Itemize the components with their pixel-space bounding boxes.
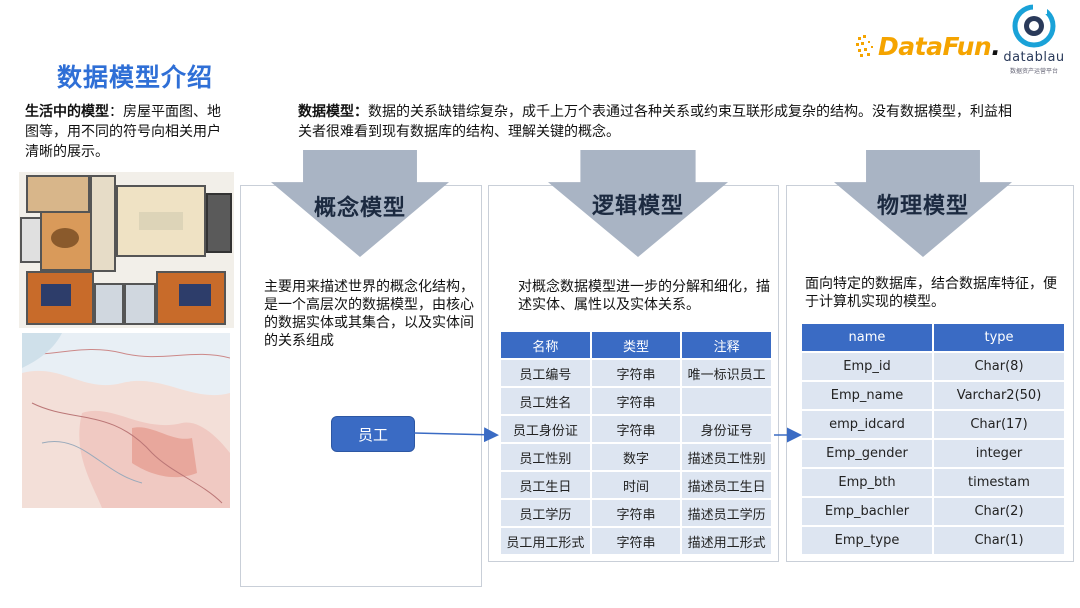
table-cell: 数字	[591, 444, 681, 470]
table-cell: 员工编号	[501, 360, 590, 386]
data-model-label: 数据模型：	[298, 104, 368, 120]
column-header-type: type	[933, 324, 1064, 351]
column-header-comment: 注释	[682, 332, 771, 358]
table-cell: Emp_gender	[802, 440, 932, 467]
logical-model-description: 对概念数据模型进一步的分解和细化，描述实体、属性以及实体关系。	[518, 279, 770, 313]
table-cell: 员工学历	[501, 500, 590, 526]
datafun-logo-dot: .	[991, 31, 1001, 61]
table-cell: Char(17)	[933, 411, 1064, 438]
table-cell: Char(1)	[933, 527, 1064, 554]
table-cell: integer	[933, 440, 1064, 467]
table-cell	[682, 388, 771, 414]
table-cell: 员工姓名	[501, 388, 590, 414]
table-cell: Char(2)	[933, 498, 1064, 525]
table-cell: 员工用工形式	[501, 528, 590, 554]
floor-plan-image	[19, 172, 234, 328]
table-row: 员工性别数字描述员工性别	[501, 444, 771, 470]
table-cell: 时间	[591, 472, 681, 498]
physical-model-title: 物理模型	[876, 194, 969, 219]
table-cell: Emp_type	[802, 527, 932, 554]
column-header-type: 类型	[591, 332, 681, 358]
table-cell: 描述用工形式	[682, 528, 771, 554]
conceptual-model-description: 主要用来描述世界的概念化结构，是一个高层次的数据模型，由核心的数据实体或其集合，…	[264, 279, 474, 349]
table-cell: 描述员工性别	[682, 444, 771, 470]
column-header-name: 名称	[501, 332, 590, 358]
datablau-logo-subtitle: 数据资产运营平台	[1009, 68, 1058, 75]
life-model-label: 生活中的模型	[25, 104, 109, 120]
conceptual-model-title: 概念模型	[313, 196, 406, 221]
life-model-text: ：房屋平面图、地图等，用不同的符号向相关用户清晰的展示。	[25, 104, 221, 160]
table-cell: Varchar2(50)	[933, 382, 1064, 409]
datafun-logo: DataFun.	[856, 28, 1001, 64]
table-row: 员工编号字符串唯一标识员工	[501, 360, 771, 386]
table-row: 员工用工形式字符串描述用工形式	[501, 528, 771, 554]
datafun-logo-mark-icon	[856, 35, 873, 57]
table-cell: Emp_name	[802, 382, 932, 409]
physical-model-description: 面向特定的数据库，结合数据库特征，便于计算机实现的模型。	[805, 276, 1057, 310]
table-cell: 字符串	[591, 360, 681, 386]
datafun-logo-text: DataFun	[878, 31, 992, 61]
table-cell: Emp_bth	[802, 469, 932, 496]
arrow-conceptual-to-logical-icon	[413, 427, 499, 443]
data-model-text: 数据的关系缺错综复杂，成千上万个表通过各种关系或约束互联形成复杂的结构。没有数据…	[298, 104, 1012, 140]
data-model-description: 数据模型：数据的关系缺错综复杂，成千上万个表通过各种关系或约束互联形成复杂的结构…	[298, 102, 1018, 142]
table-cell: 描述员工学历	[682, 500, 771, 526]
page-title: 数据模型介绍	[57, 63, 214, 92]
logical-model-table: 名称 类型 注释 员工编号字符串唯一标识员工 员工姓名字符串 员工身份证字符串身…	[499, 330, 773, 556]
table-row: 员工身份证字符串身份证号	[501, 416, 771, 442]
table-row: 员工学历字符串描述员工学历	[501, 500, 771, 526]
datablau-logo-mark-icon	[1012, 4, 1056, 48]
table-cell: timestam	[933, 469, 1064, 496]
table-header-row: 名称 类型 注释	[501, 332, 771, 358]
table-cell: 描述员工生日	[682, 472, 771, 498]
table-cell: 字符串	[591, 500, 681, 526]
table-cell: emp_idcard	[802, 411, 932, 438]
table-cell: 员工生日	[501, 472, 590, 498]
table-row: 员工生日时间描述员工生日	[501, 472, 771, 498]
column-header-name: name	[802, 324, 932, 351]
logical-model-title: 逻辑模型	[591, 194, 684, 219]
table-cell: Emp_id	[802, 353, 932, 380]
table-cell: Char(8)	[933, 353, 1064, 380]
table-cell: 字符串	[591, 528, 681, 554]
table-cell: 字符串	[591, 416, 681, 442]
table-row: 员工姓名字符串	[501, 388, 771, 414]
map-image	[22, 333, 230, 508]
table-cell: 身份证号	[682, 416, 771, 442]
table-cell: 员工性别	[501, 444, 590, 470]
datablau-logo: datablau 数据资产运营平台	[998, 4, 1070, 82]
table-cell: 字符串	[591, 388, 681, 414]
table-cell: Emp_bachler	[802, 498, 932, 525]
table-cell: 员工身份证	[501, 416, 590, 442]
employee-entity-button[interactable]: 员工	[331, 416, 415, 452]
datablau-logo-text: datablau	[1003, 50, 1065, 65]
table-cell: 唯一标识员工	[682, 360, 771, 386]
life-model-description: 生活中的模型：房屋平面图、地图等，用不同的符号向相关用户清晰的展示。	[25, 102, 230, 162]
table-header-row: name type	[802, 324, 1064, 351]
